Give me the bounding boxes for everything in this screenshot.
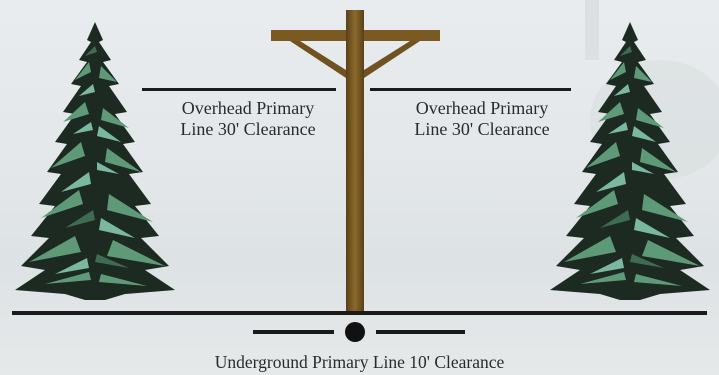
- overhead-clearance-line-right: [370, 88, 571, 91]
- pole-brace-right: [364, 41, 420, 78]
- underground-clearance-line-right: [376, 330, 465, 334]
- pole-shaft: [346, 10, 364, 312]
- overhead-clearance-line-left: [142, 88, 336, 91]
- overhead-label-right-line1: Overhead Primary: [382, 98, 582, 119]
- pole-brace-left: [290, 41, 346, 78]
- overhead-label-left-line2: Line 30' Clearance: [148, 119, 348, 140]
- underground-label-text: Underground Primary Line 10' Clearance: [0, 352, 719, 373]
- overhead-label-left-line1: Overhead Primary: [148, 98, 348, 119]
- tree-left: [15, 22, 175, 300]
- underground-line-marker: [345, 322, 365, 342]
- overhead-clearance-label-right: Overhead Primary Line 30' Clearance: [382, 98, 582, 140]
- underground-clearance-label: Underground Primary Line 10' Clearance: [0, 352, 719, 373]
- overhead-label-right-line2: Line 30' Clearance: [382, 119, 582, 140]
- utility-pole: [271, 10, 440, 312]
- overhead-clearance-label-left: Overhead Primary Line 30' Clearance: [148, 98, 348, 140]
- ground-line: [12, 311, 707, 315]
- background-pole-shape: [585, 0, 599, 60]
- underground-clearance-line-left: [253, 330, 334, 334]
